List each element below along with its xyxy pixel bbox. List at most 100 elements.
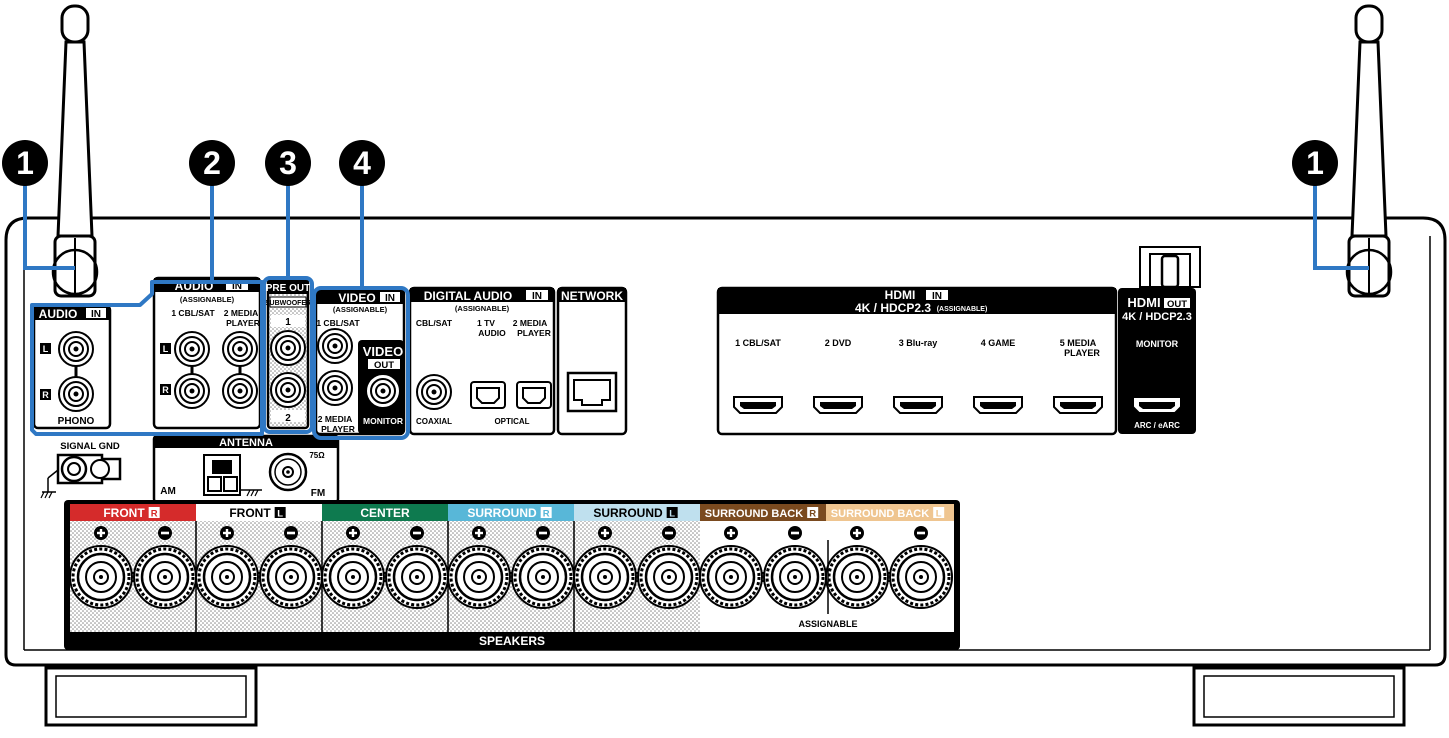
svg-text:2 MEDIA: 2 MEDIA — [318, 414, 352, 424]
speaker-3-positive-terminal[interactable] — [446, 544, 512, 610]
speaker-channel-badge-3: R — [543, 509, 550, 520]
speaker-group-label-6: SURROUND BACK — [831, 508, 929, 520]
phono-r-jack[interactable] — [58, 376, 94, 412]
phono-r-label: R — [42, 390, 49, 400]
am-antenna-terminal[interactable] — [203, 454, 241, 496]
svg-text:OPTICAL: OPTICAL — [494, 417, 529, 426]
audio-in-badge: IN — [232, 281, 242, 292]
svg-text:(ASSIGNABLE): (ASSIGNABLE) — [937, 306, 988, 313]
hdmi-in-5-label: 5 MEDIA — [1060, 338, 1097, 348]
speaker-6-positive-terminal[interactable] — [824, 544, 890, 610]
digital-audio-title: DIGITAL AUDIO — [424, 289, 512, 303]
hdmi-cable-clamp — [1139, 246, 1201, 289]
audio-phono-in-badge: IN — [91, 309, 101, 320]
speaker-2-negative-terminal[interactable] — [384, 544, 450, 610]
hdmi-in-2-port[interactable] — [813, 396, 863, 414]
speaker-1-negative-terminal[interactable] — [258, 544, 324, 610]
hdmi-in-5-port[interactable] — [1053, 396, 1103, 414]
plus-icon — [598, 526, 612, 540]
svg-text:R: R — [162, 385, 169, 395]
pre-out-title: PRE OUT — [266, 283, 310, 294]
callout-1-right-line — [1313, 185, 1369, 270]
video-in-2-jack[interactable] — [317, 370, 353, 406]
callout-2: 2 — [203, 145, 221, 181]
audio-in-input1-label: 1 CBL/SAT — [171, 308, 215, 318]
callout-numbers: 1 2 3 4 1 — [2, 140, 1338, 186]
hdmi-in-2-label: 2 DVD — [825, 338, 852, 348]
phono-l-jack[interactable] — [58, 331, 94, 367]
hdmi-monitor-label: MONITOR — [1136, 339, 1179, 349]
speaker-header-bg-1 — [196, 504, 322, 521]
speaker-5-positive-terminal[interactable] — [698, 544, 764, 610]
network-section: NETWORK — [556, 286, 628, 436]
callout-1-left: 1 — [16, 145, 34, 181]
speaker-1-positive-terminal[interactable] — [194, 544, 260, 610]
speaker-6-negative-terminal[interactable] — [888, 544, 954, 610]
video-in-1-jack[interactable] — [317, 328, 353, 364]
svg-text:(ASSIGNABLE): (ASSIGNABLE) — [333, 305, 388, 314]
ground-symbol-icon — [40, 469, 59, 499]
subwoofer-label: SUBWOOFER — [265, 300, 311, 307]
hdmi-out-subtitle: 4K / HDCP2.3 — [1122, 311, 1192, 323]
speaker-2-positive-terminal[interactable] — [320, 544, 386, 610]
hdmi-monitor-out-port[interactable] — [1132, 396, 1182, 414]
speaker-header-bg-5 — [700, 504, 826, 521]
phono-label: PHONO — [58, 416, 95, 427]
speaker-3-negative-terminal[interactable] — [510, 544, 576, 610]
optical-media-player-jack[interactable] — [516, 381, 552, 409]
subwoofer-2-jack[interactable] — [270, 372, 306, 408]
svg-text:IN: IN — [932, 291, 942, 302]
speakers-assignable-label: ASSIGNABLE — [798, 619, 857, 629]
speaker-4-positive-terminal[interactable] — [572, 544, 638, 610]
svg-text:AUDIO: AUDIO — [478, 328, 506, 338]
speaker-header-bg-2 — [322, 504, 448, 521]
video-monitor-out-jack[interactable] — [365, 373, 401, 409]
signal-gnd-terminal[interactable] — [56, 453, 122, 485]
hdmi-in-4-port[interactable] — [973, 396, 1023, 414]
right-wireless-antenna[interactable] — [1345, 4, 1393, 298]
svg-text:2: 2 — [285, 413, 291, 424]
callout-lines — [23, 185, 1369, 440]
left-wireless-antenna[interactable] — [51, 4, 99, 298]
speaker-4-negative-terminal[interactable] — [636, 544, 702, 610]
network-ethernet-port[interactable] — [566, 371, 618, 413]
svg-text:COAXIAL: COAXIAL — [416, 417, 452, 426]
left-foot — [44, 666, 258, 727]
speaker-group-label-4: SURROUND — [593, 506, 663, 520]
video-in-badge: IN — [385, 293, 395, 304]
video-out-badge: OUT — [374, 360, 394, 371]
audio-in-1-r-jack[interactable] — [174, 373, 210, 409]
audio-in-2-r-jack[interactable] — [222, 373, 258, 409]
callout-1-right: 1 — [1306, 145, 1324, 181]
speaker-0-positive-terminal[interactable] — [68, 544, 134, 610]
am-label: AM — [160, 486, 176, 497]
optical-tv-audio-jack[interactable] — [470, 381, 506, 409]
callout-4: 4 — [353, 145, 371, 181]
video-monitor-label: MONITOR — [363, 416, 403, 426]
minus-icon — [158, 526, 172, 540]
speaker-0-negative-terminal[interactable] — [132, 544, 198, 610]
speaker-group-label-5: SURROUND BACK — [705, 508, 803, 520]
hdmi-in-subtitle: 4K / HDCP2.3 — [855, 301, 931, 315]
fm-antenna-jack[interactable] — [268, 452, 308, 492]
speaker-group-label-0: FRONT — [103, 506, 145, 520]
callout-3: 3 — [279, 145, 297, 181]
coaxial-jack[interactable] — [416, 374, 452, 410]
signal-gnd-section: SIGNAL GND — [40, 441, 122, 499]
plus-icon — [472, 526, 486, 540]
plus-icon — [724, 526, 738, 540]
subwoofer-1-jack[interactable] — [270, 330, 306, 366]
hdmi-in-3-label: 3 Blu-ray — [899, 338, 938, 348]
hdmi-in-3-port[interactable] — [893, 396, 943, 414]
svg-text:1: 1 — [285, 317, 291, 328]
audio-in-1-l-jack[interactable] — [174, 331, 210, 367]
speaker-5-negative-terminal[interactable] — [762, 544, 828, 610]
audio-in-2-l-jack[interactable] — [222, 331, 258, 367]
svg-text:1 TV: 1 TV — [477, 318, 495, 328]
minus-icon — [788, 526, 802, 540]
svg-text:PLAYER: PLAYER — [226, 318, 260, 328]
speaker-header-bg-6 — [826, 504, 954, 521]
hdmi-in-1-port[interactable] — [733, 396, 783, 414]
